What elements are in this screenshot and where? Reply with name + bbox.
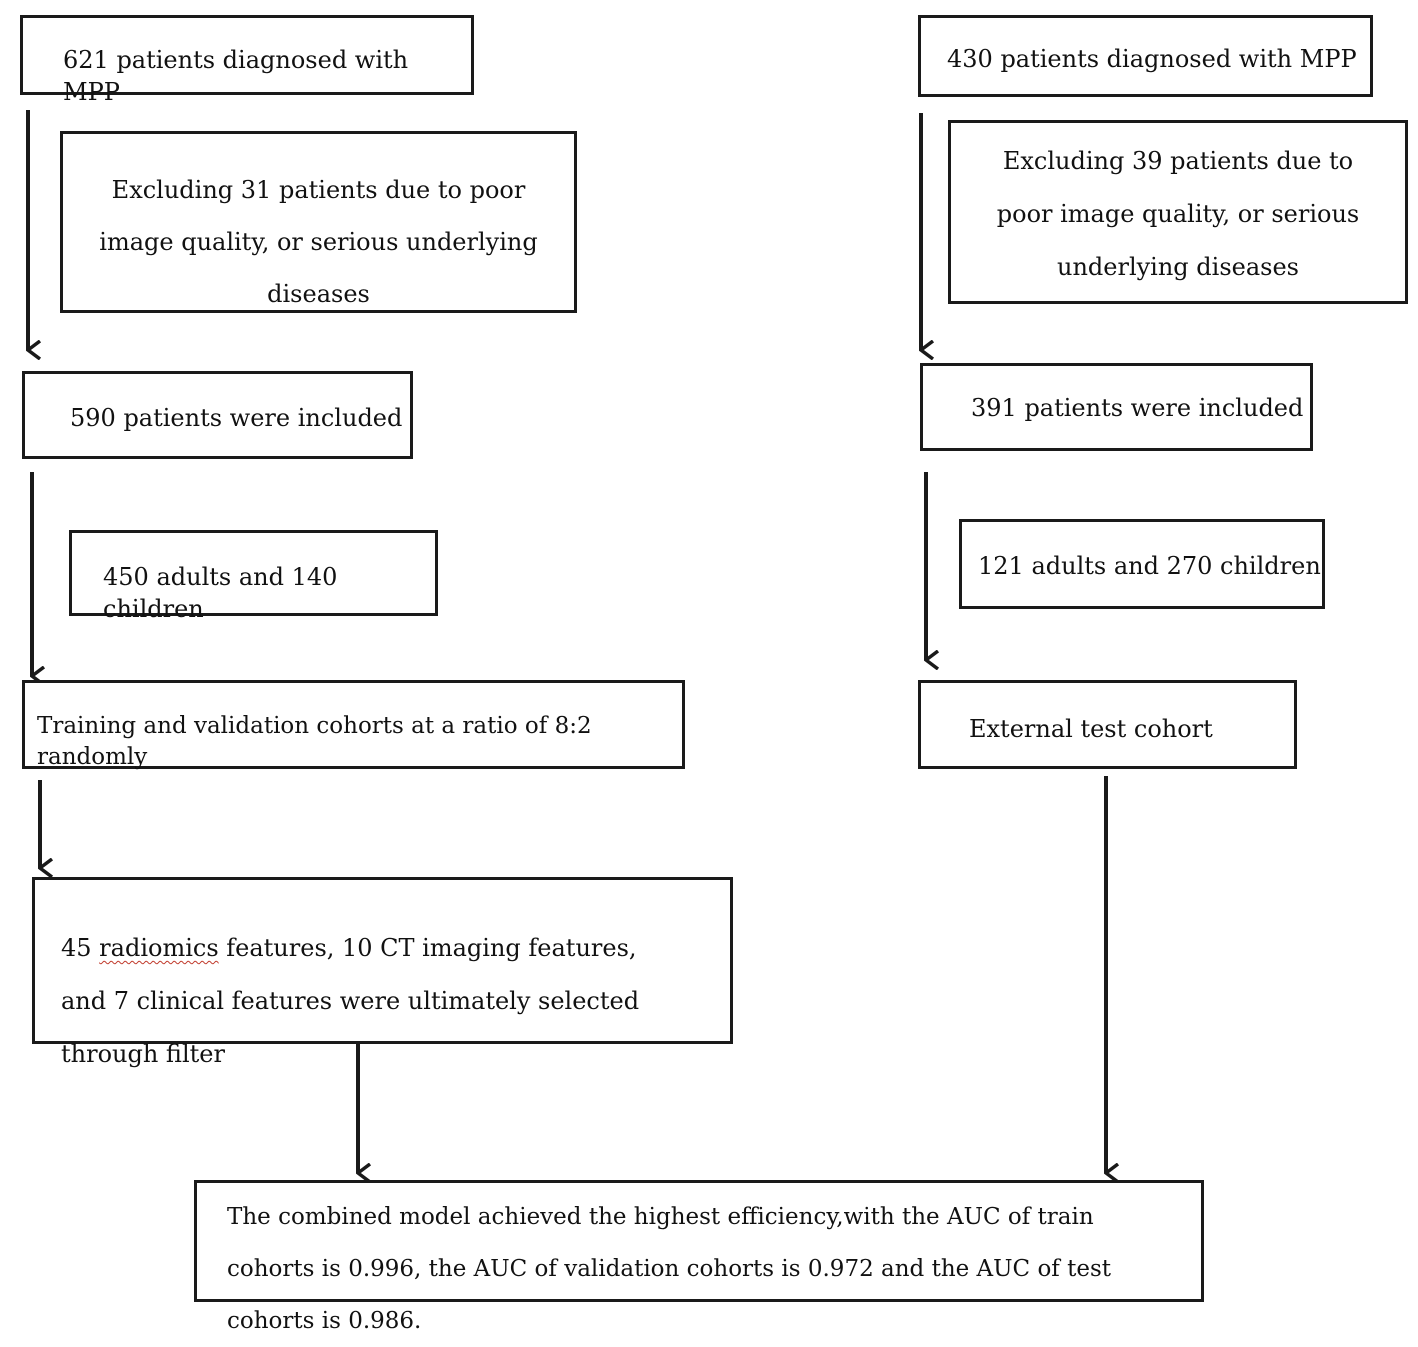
features-prefix: 45 xyxy=(61,934,100,962)
left-breakdown-box: 450 adults and 140 children xyxy=(69,530,438,623)
right-exclusion-box: Excluding 39 patients due to poor image … xyxy=(948,120,1408,304)
right-start-text: 430 patients diagnosed with MPP xyxy=(947,45,1357,73)
right-cohort-text: External test cohort xyxy=(969,715,1213,743)
right-exclusion-text: Excluding 39 patients due to poor image … xyxy=(996,147,1360,281)
flow-arrows xyxy=(26,110,1418,1313)
left-features-text: 45 radiomics features, 10 CT imaging fea… xyxy=(61,922,682,1081)
right-start-box: 430 patients diagnosed with MPP xyxy=(918,15,1373,97)
right-included-box: 391 patients were included xyxy=(920,363,1313,451)
left-split-box: Training and validation cohorts at a rat… xyxy=(22,680,685,770)
left-included-text: 590 patients were included xyxy=(70,404,403,432)
right-breakdown-text: 121 adults and 270 children xyxy=(978,552,1321,580)
result-text: The combined model achieved the highest … xyxy=(227,1204,1112,1334)
features-suffix: features, 10 CT imaging features, and 7 … xyxy=(61,934,640,1068)
result-box: The combined model achieved the highest … xyxy=(194,1180,1204,1334)
spellcheck-flagged-word: radiomics xyxy=(99,934,219,962)
left-included-box: 590 patients were included xyxy=(22,371,413,459)
left-start-box: 621 patients diagnosed with MPP xyxy=(20,15,474,106)
left-exclusion-box: Excluding 31 patients due to poor image … xyxy=(60,131,577,313)
right-included-text: 391 patients were included xyxy=(971,394,1304,422)
right-cohort-box: External test cohort xyxy=(918,680,1297,769)
left-features-box: 45 radiomics features, 10 CT imaging fea… xyxy=(32,877,733,1068)
left-exclusion-text: Excluding 31 patients due to poor image … xyxy=(99,176,538,308)
left-split-text: Training and validation cohorts at a rat… xyxy=(37,713,592,771)
right-breakdown-box: 121 adults and 270 children xyxy=(959,519,1325,609)
left-breakdown-text: 450 adults and 140 children xyxy=(103,563,338,624)
left-start-text: 621 patients diagnosed with MPP xyxy=(63,46,409,107)
